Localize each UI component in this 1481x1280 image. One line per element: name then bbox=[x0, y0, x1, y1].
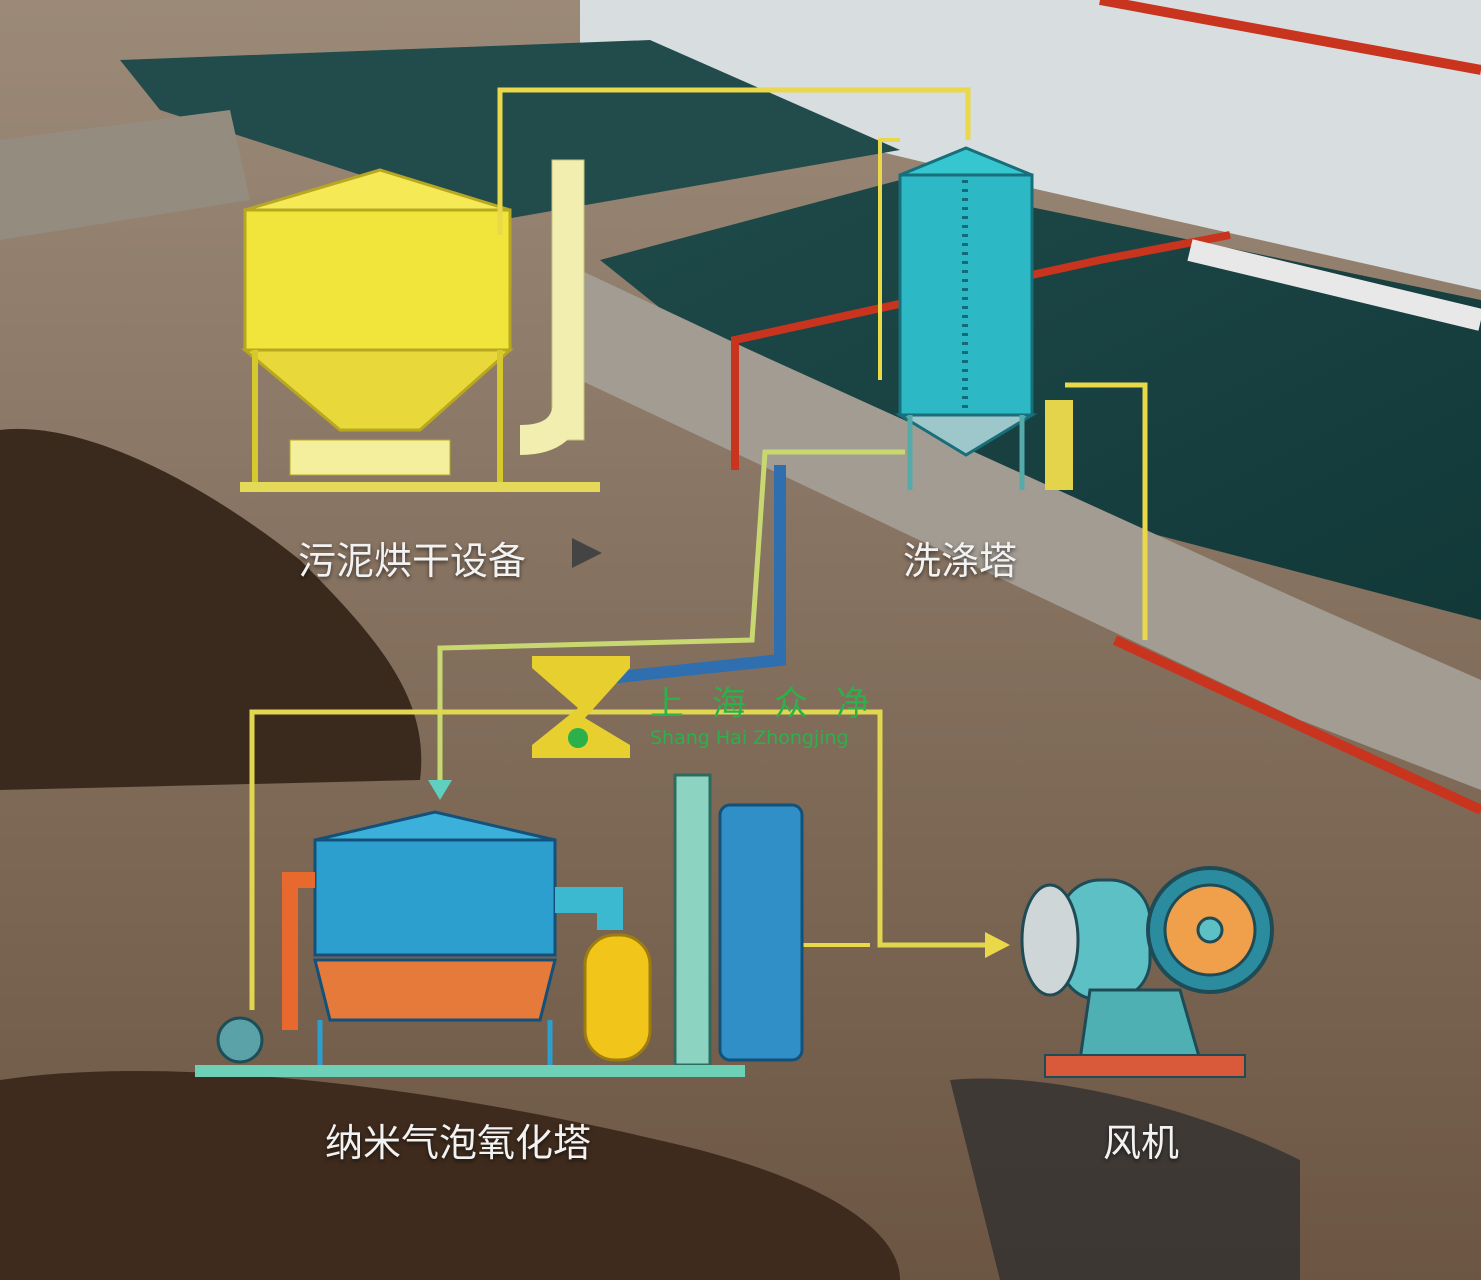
nano-bubble-tower-illustration bbox=[195, 773, 804, 1077]
concrete-wall-left bbox=[0, 110, 250, 240]
blue-hose bbox=[589, 465, 786, 686]
white-pipe bbox=[1187, 239, 1481, 331]
label-sludge-dryer: 污泥烘干设备 bbox=[298, 539, 527, 583]
sludge-dryer-illustration bbox=[240, 159, 600, 492]
logo-name-en: Shang Hai Zhongjing bbox=[650, 727, 849, 749]
arrow-down-icon bbox=[428, 780, 452, 800]
pipe-scrubber-to-tower bbox=[437, 449, 905, 790]
pipe-tower-to-fan bbox=[249, 709, 990, 1010]
top-basin bbox=[120, 40, 900, 220]
scrubber-illustration bbox=[894, 146, 1073, 490]
sludge-pile-bottom bbox=[0, 1070, 900, 1280]
puddle bbox=[950, 1078, 1300, 1280]
red-pipe-right bbox=[1112, 635, 1481, 815]
arrow-right-dark-icon bbox=[572, 538, 602, 568]
label-nano-bubble-tower: 纳米气泡氧化塔 bbox=[325, 1121, 592, 1165]
company-logo-mark bbox=[532, 656, 630, 758]
label-scrubber: 洗涤塔 bbox=[903, 539, 1018, 583]
fan-illustration bbox=[1020, 866, 1274, 1078]
arrow-right-icon bbox=[985, 932, 1010, 958]
red-pipe-top bbox=[1099, 0, 1481, 75]
yellow-pipe-scrubber-side bbox=[878, 138, 900, 380]
logo-name-cn: 上海众净 bbox=[650, 684, 898, 724]
concrete-wall bbox=[580, 270, 1481, 790]
sludge-pile bbox=[0, 428, 422, 790]
building-wall bbox=[580, 0, 1481, 290]
label-fan: 风机 bbox=[1103, 1121, 1180, 1165]
yellow-pipe-dryer-to-scrubber bbox=[497, 87, 971, 235]
yellow-pipe-right bbox=[1065, 382, 1148, 640]
water-basin bbox=[600, 180, 1481, 620]
